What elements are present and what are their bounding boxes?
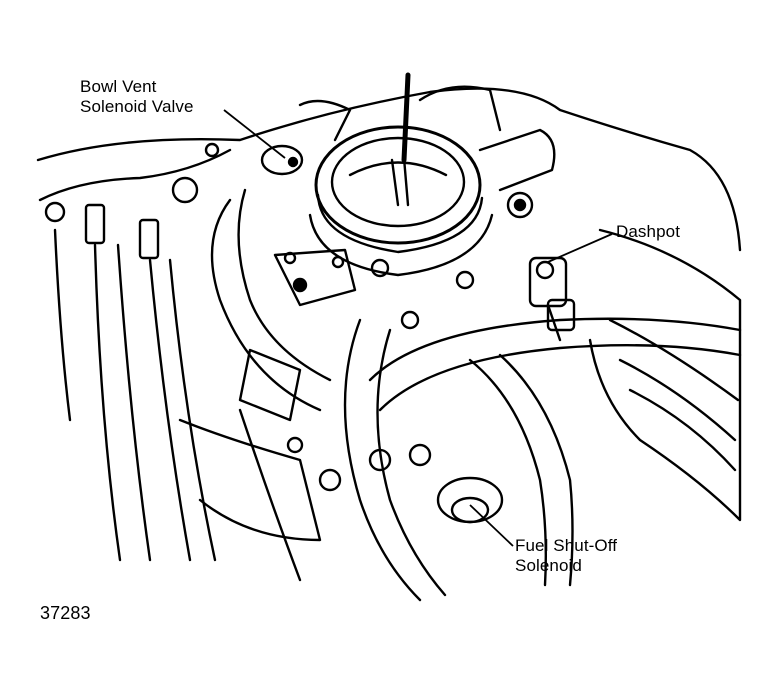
- fuel-shutoff-label-line2: Solenoid: [515, 556, 582, 575]
- choke-rod-top: [401, 72, 411, 163]
- carburetor-base: [316, 193, 484, 254]
- vertical-hose: [148, 258, 192, 562]
- fuel-shutoff-solenoid-body: [436, 476, 504, 524]
- bolt: [331, 255, 345, 269]
- linkage-pivot: [506, 191, 534, 219]
- mounting-bracket: [273, 248, 357, 307]
- vacuum-hose: [468, 358, 548, 587]
- dashpot-clip: [546, 298, 576, 332]
- bolt: [292, 277, 308, 293]
- bolt: [318, 468, 342, 492]
- fuel-shutoff-label-line1: Fuel Shut-Off: [515, 536, 618, 555]
- bowl-vent-solenoid-cap: [287, 156, 299, 168]
- fitting: [204, 142, 220, 158]
- bowl-vent-leader: [223, 109, 286, 159]
- fuel-shutoff-leader: [469, 504, 514, 547]
- bolt: [535, 260, 555, 280]
- dashpot-plunger: [546, 303, 562, 342]
- bolt: [400, 310, 420, 330]
- curved-hose: [237, 188, 332, 382]
- manifold-contour: [38, 148, 232, 202]
- vertical-hose: [116, 243, 152, 562]
- choke-rod: [390, 156, 410, 207]
- bowl-vent-label-line1: Bowl Vent: [80, 77, 157, 96]
- lower-block: [178, 418, 322, 542]
- curved-hose: [210, 198, 322, 412]
- carburetor-base-flange: [308, 213, 494, 277]
- fitting: [171, 176, 199, 204]
- upper-bracket: [418, 85, 502, 132]
- choke-plate: [348, 161, 448, 177]
- fitting: [44, 201, 66, 223]
- figure-number: 37283: [40, 603, 91, 623]
- vertical-hose: [168, 258, 217, 562]
- vacuum-hose: [378, 344, 742, 412]
- bowl-vent-label-line2: Solenoid Valve: [80, 97, 194, 116]
- fuel-shutoff-solenoid-end: [450, 496, 490, 524]
- lower-hose: [238, 408, 302, 582]
- dashpot-leader: [547, 233, 613, 263]
- right-panel: [588, 228, 742, 522]
- vacuum-hose: [343, 318, 422, 602]
- vacuum-hose: [376, 328, 447, 597]
- bowl-vent-solenoid-body: [260, 144, 304, 176]
- manifold-contour: [36, 87, 742, 252]
- lower-block: [238, 348, 302, 422]
- bolt: [455, 270, 475, 290]
- vacuum-hose: [368, 317, 742, 382]
- dashpot-callout: Dashpot: [616, 222, 680, 242]
- carburetor-air-horn-inner: [330, 136, 466, 228]
- right-panel-ribs: [608, 318, 740, 472]
- bolt: [286, 436, 304, 454]
- vacuum-hose: [498, 353, 574, 587]
- dashpot-label: Dashpot: [616, 222, 681, 241]
- fitting-block: [138, 218, 160, 260]
- vertical-hose: [53, 228, 72, 422]
- throttle-linkage: [478, 128, 556, 192]
- bolt: [283, 251, 297, 265]
- bowl-vent-solenoid-callout: Bowl Vent Solenoid Valve: [80, 77, 194, 117]
- upper-bracket: [298, 99, 352, 142]
- carburetor-air-horn: [314, 125, 482, 245]
- linkage-pivot-inner: [513, 198, 527, 212]
- fuel-shutoff-solenoid-callout: Fuel Shut-Off Solenoid: [515, 536, 617, 576]
- bolt: [370, 258, 390, 278]
- vertical-hose: [93, 243, 122, 562]
- fitting-block: [84, 203, 106, 245]
- bolt: [408, 443, 432, 467]
- bolt: [368, 448, 392, 472]
